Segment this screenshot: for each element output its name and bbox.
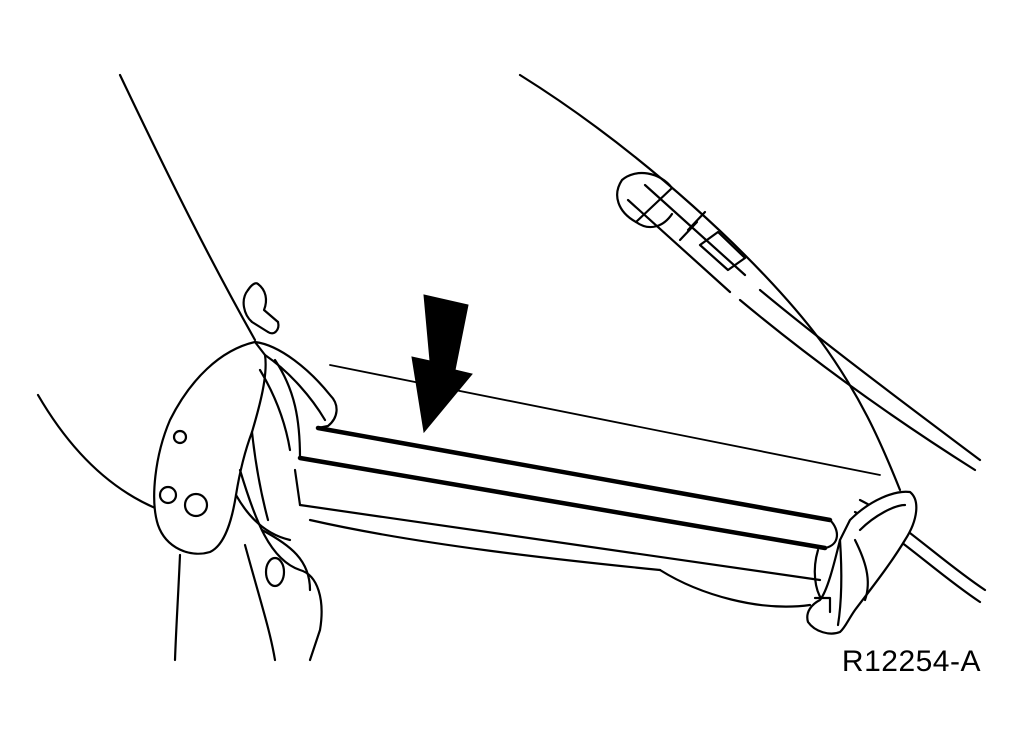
retaining-clip: [242, 282, 280, 335]
cross-bar: [293, 425, 838, 608]
hinge-bracket-right: [806, 490, 918, 635]
down-arrow-indicator: [411, 294, 473, 434]
cable-with-connector: [616, 171, 987, 604]
figure-reference-code: R12254-A: [841, 645, 981, 678]
hinge-bracket-left: [153, 340, 338, 662]
